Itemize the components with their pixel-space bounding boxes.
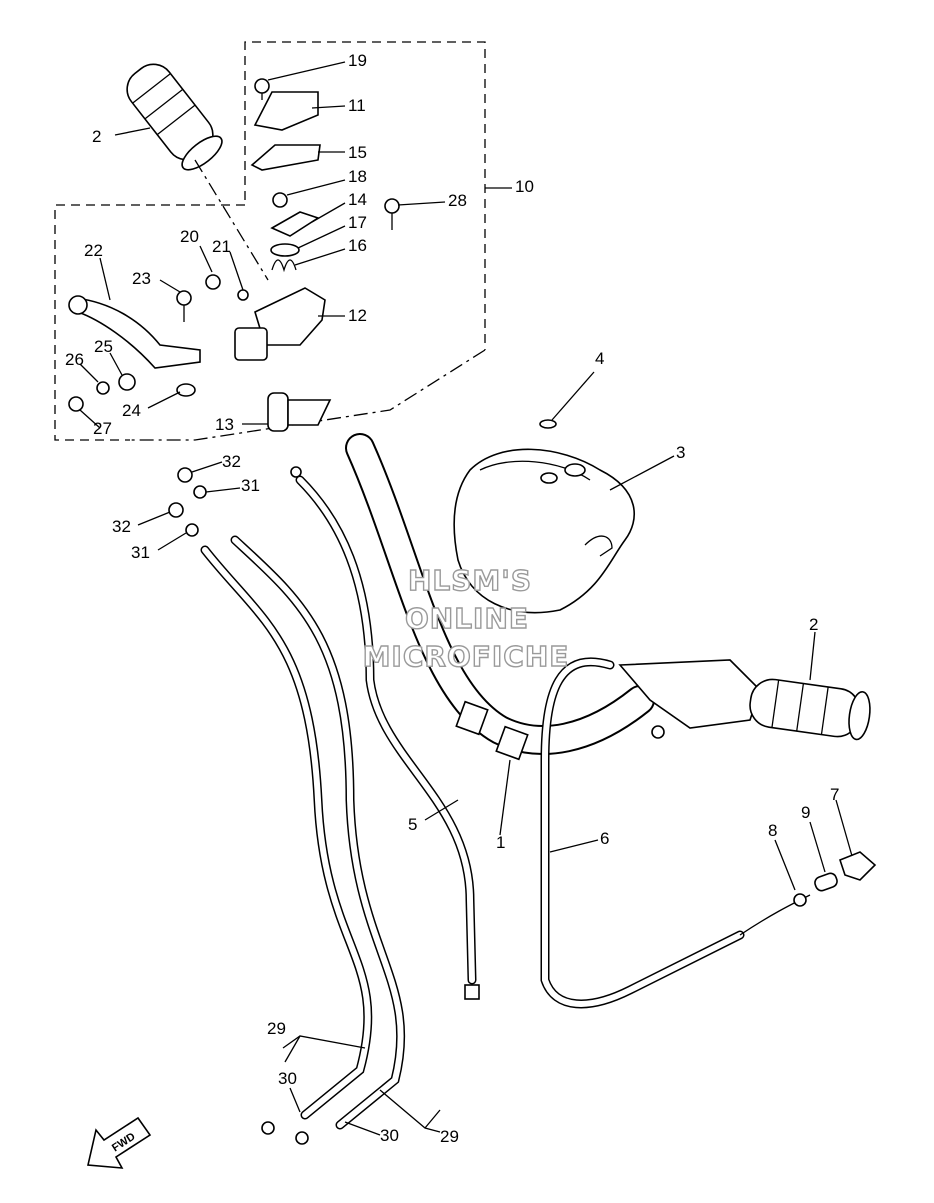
callout-10: 10 xyxy=(515,177,534,196)
callout-31-upper: 31 xyxy=(241,476,260,495)
callout-22: 22 xyxy=(84,241,103,260)
cable-fittings xyxy=(168,466,302,537)
callout-20: 20 xyxy=(180,227,199,246)
watermark-line-3: MICROFICHE xyxy=(363,640,570,673)
callout-2-left: 2 xyxy=(92,127,101,146)
callout-29-lower: 29 xyxy=(440,1127,459,1146)
callout-27: 27 xyxy=(93,419,112,438)
callout-32-upper: 32 xyxy=(222,452,241,471)
callout-7: 7 xyxy=(830,785,839,804)
callout-1: 1 xyxy=(496,833,505,852)
cover-cap xyxy=(539,419,557,429)
handlebar-cover xyxy=(453,448,635,614)
leader-lines xyxy=(79,61,853,1136)
master-cylinder-cover-assembly xyxy=(250,78,400,273)
callout-30-upper: 30 xyxy=(278,1069,297,1088)
callout-21: 21 xyxy=(212,237,231,256)
callout-23: 23 xyxy=(132,269,151,288)
callout-32-lower: 32 xyxy=(112,517,131,536)
right-grip-assembly xyxy=(618,659,871,741)
callout-31-lower: 31 xyxy=(131,543,150,562)
callout-26: 26 xyxy=(65,350,84,369)
watermark-line-2: ONLINE xyxy=(405,602,529,635)
callout-28: 28 xyxy=(448,191,467,210)
callout-18: 18 xyxy=(348,167,367,186)
callout-6: 6 xyxy=(600,829,609,848)
handlebar xyxy=(345,433,655,761)
left-grip xyxy=(126,63,269,281)
callout-5: 5 xyxy=(408,815,417,834)
callout-3: 3 xyxy=(676,443,685,462)
callout-17: 17 xyxy=(348,213,367,232)
throttle-adjuster xyxy=(739,851,877,936)
group-boundary-lines xyxy=(54,41,512,441)
callout-2-right: 2 xyxy=(809,615,818,634)
forward-arrow-icon: FWD xyxy=(87,1116,152,1169)
callout-24: 24 xyxy=(122,401,141,420)
callout-30-lower: 30 xyxy=(380,1126,399,1145)
callout-4: 4 xyxy=(595,349,604,368)
callout-14: 14 xyxy=(348,190,367,209)
callout-16: 16 xyxy=(348,236,367,255)
callout-labels: 2 19 11 15 18 14 17 16 28 10 22 20 21 23… xyxy=(65,51,839,1146)
callout-25: 25 xyxy=(94,337,113,356)
callout-29-upper: 29 xyxy=(267,1019,286,1038)
callout-12: 12 xyxy=(348,306,367,325)
cables xyxy=(200,475,745,1145)
callout-11: 11 xyxy=(348,96,366,115)
callout-9: 9 xyxy=(801,803,810,822)
callout-13: 13 xyxy=(215,415,234,434)
callout-8: 8 xyxy=(768,821,777,840)
callout-19: 19 xyxy=(348,51,367,70)
watermark-line-1: HLSM'S xyxy=(408,564,532,597)
watermark: HLSM'S ONLINE MICROFICHE xyxy=(362,563,570,673)
callout-15: 15 xyxy=(348,143,367,162)
brake-lever-assembly xyxy=(68,274,332,432)
